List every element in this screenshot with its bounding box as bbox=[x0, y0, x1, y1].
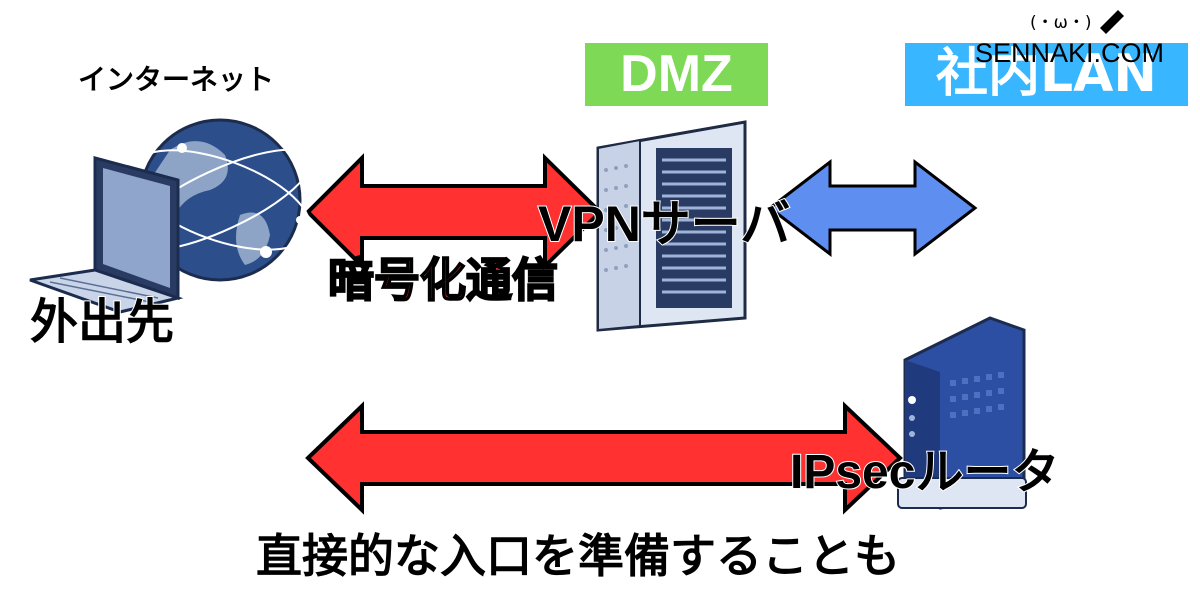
encrypted-traffic-label: 暗号化通信 bbox=[327, 252, 559, 308]
vpn-tunnel-arrow bbox=[305, 153, 603, 271]
lan-label: 社内LAN bbox=[936, 44, 1157, 104]
server-rack-icon bbox=[596, 120, 747, 332]
vpn-server-label: VPNサーバ bbox=[537, 195, 791, 253]
router-icon bbox=[897, 316, 1027, 510]
face-emoticon: (・ω・) bbox=[1030, 13, 1092, 33]
lan-badge bbox=[905, 43, 1188, 106]
internet-label: インターネット bbox=[78, 63, 275, 96]
lan-connection-arrow bbox=[767, 158, 978, 258]
direct-entry-caption: 直接的な入口を準備することも bbox=[256, 529, 900, 583]
laptop-icon bbox=[29, 156, 184, 314]
dmz-label: DMZ bbox=[620, 45, 733, 103]
remote-location-label: 外出先 bbox=[29, 293, 175, 351]
dmz-badge bbox=[585, 43, 768, 106]
watermark-text: SENNAKI.COM bbox=[975, 38, 1165, 68]
ipsec-router-label: IPsecルータ bbox=[789, 445, 1060, 500]
ipsec-direct-arrow bbox=[305, 401, 903, 515]
pencil-icon bbox=[1100, 10, 1124, 34]
globe-icon bbox=[127, 118, 313, 282]
